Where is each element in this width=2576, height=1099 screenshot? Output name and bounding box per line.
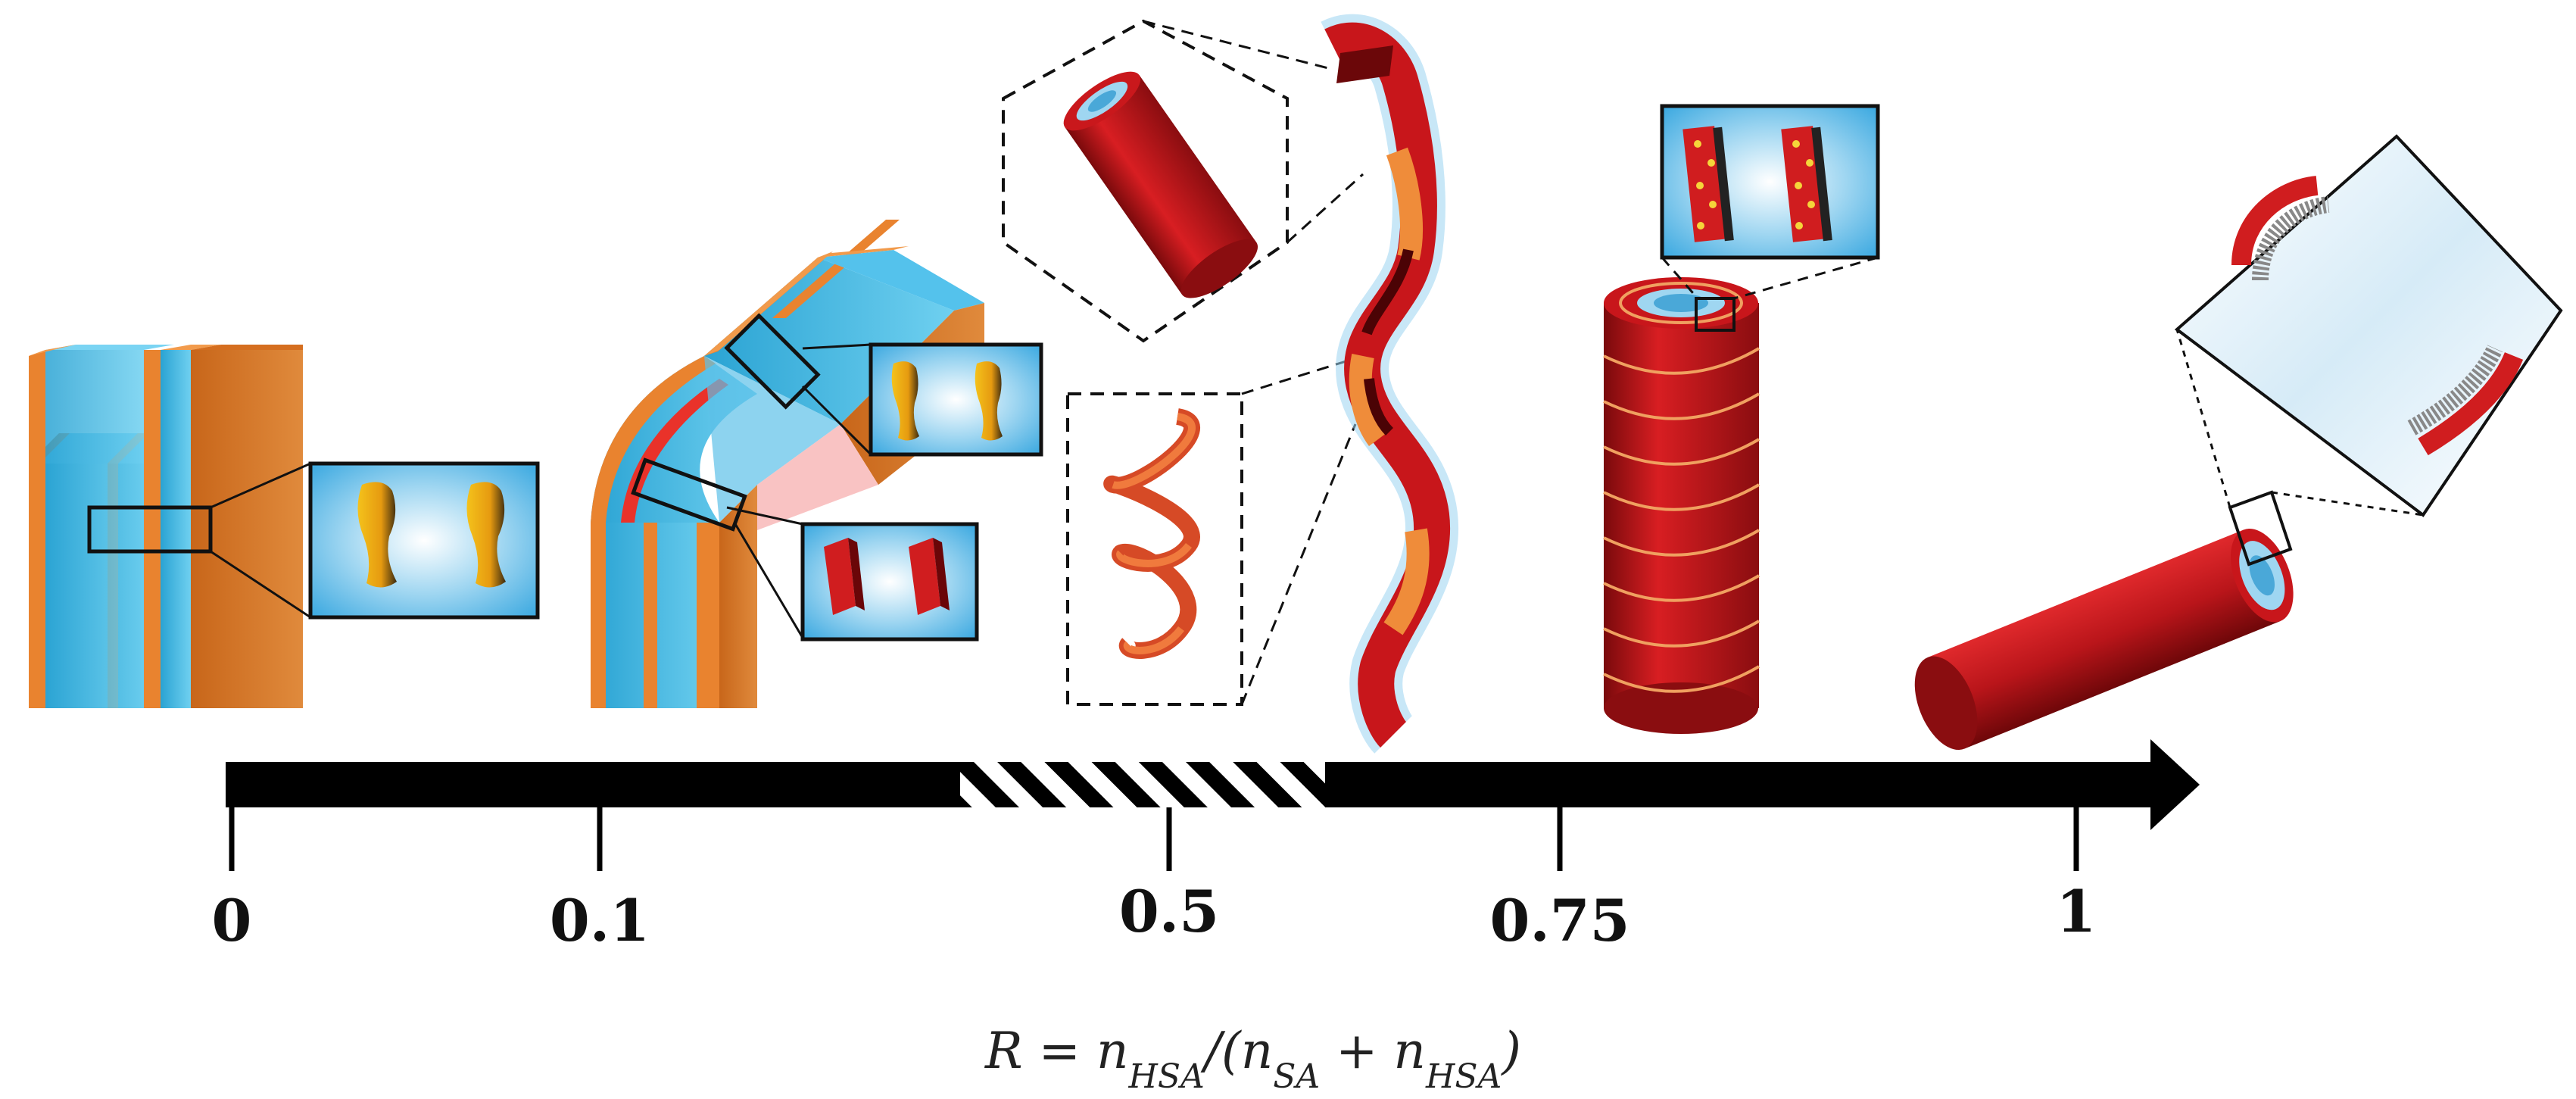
twisted-ribbon-icon [1321,14,1459,754]
inset-dotted-monomers [1660,104,1880,260]
ratio-formula: R = nHSA/(nSA + nHSA) [984,1022,1521,1096]
tick-label-0.75: 0.75 [1489,887,1629,954]
inset-red-monomers [800,522,979,642]
inset-yellow-monomers-1 [308,461,540,620]
axis-bar-hatched [960,762,1325,807]
cylinder-inset [1002,19,1364,343]
axis-ticks [229,807,2079,871]
inset-bilayer [2174,134,2563,517]
helical-ribbon-inset [1066,354,1364,706]
r-axis: 0 0.1 0.5 0.75 1 [212,739,2200,954]
axis-bar-right [1325,762,2150,807]
lamellar-stack-icon [29,345,311,708]
tilted-tube-icon [1914,329,2424,751]
axis-arrowhead [2150,739,2200,830]
bent-lamella-icon [591,220,984,708]
inset-yellow-monomers-2 [869,342,1043,457]
tick-label-0: 0 [212,887,252,954]
axis-bar-left [226,762,960,807]
tick-label-1: 1 [2057,878,2097,945]
tick-label-0.1: 0.1 [550,887,650,954]
cylindrical-tube-icon [1603,256,1879,734]
tick-label-0.5: 0.5 [1119,878,1219,945]
